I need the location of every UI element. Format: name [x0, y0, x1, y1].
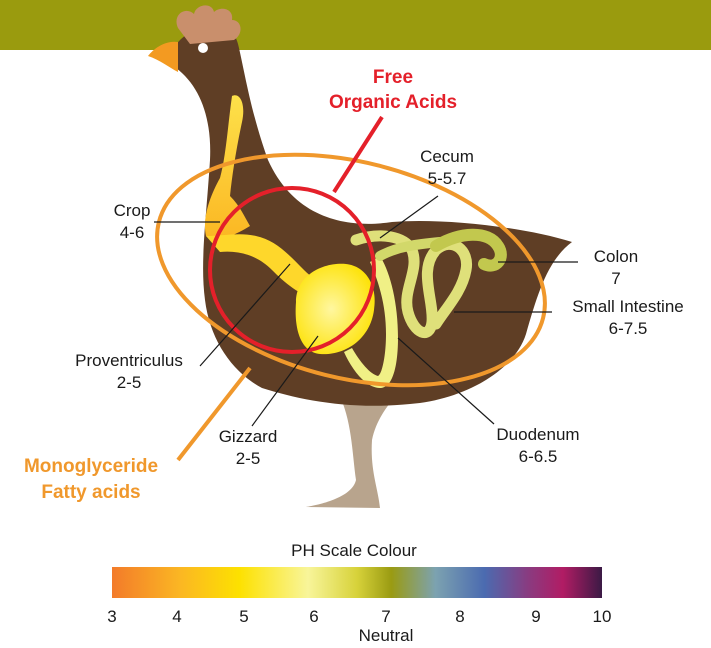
ph-tick-label: 8 — [455, 607, 464, 626]
ph-scale-neutral-label: Neutral — [359, 626, 414, 645]
gizzard-ph: 2-5 — [236, 449, 261, 468]
free-organic-acids-pointer — [334, 117, 382, 192]
gizzard-label: Gizzard — [219, 427, 278, 446]
banner-bar — [0, 0, 711, 50]
monoglyceride-line1: Monoglyceride — [24, 456, 158, 477]
monoglyceride-pointer — [178, 368, 250, 460]
ph-tick-label: 9 — [531, 607, 540, 626]
free-organic-acids-line2: Organic Acids — [329, 92, 457, 113]
ph-tick-label: 6 — [309, 607, 318, 626]
duodenum-ph: 6-6.5 — [519, 447, 558, 466]
free-organic-acids-line1: Free — [373, 67, 413, 88]
ph-scale-bar — [112, 567, 602, 598]
chicken-legs — [306, 392, 400, 508]
colon-label: Colon — [594, 247, 638, 266]
crop-ph: 4-6 — [120, 223, 145, 242]
ph-scale-ticks: 3 4 5 6 7 8 9 10 — [107, 607, 611, 626]
proventriculus-ph: 2-5 — [117, 373, 142, 392]
ph-tick-label: 4 — [172, 607, 181, 626]
crop-label: Crop — [114, 201, 151, 220]
cecum-label: Cecum — [420, 147, 474, 166]
proventriculus-label: Proventriculus — [75, 351, 183, 370]
ph-tick-label: 10 — [593, 607, 612, 626]
duodenum-label: Duodenum — [496, 425, 579, 444]
chicken-eye — [198, 43, 208, 53]
small-intestine-label: Small Intestine — [572, 297, 684, 316]
monoglyceride-line2: Fatty acids — [41, 482, 140, 503]
small-intestine-ph: 6-7.5 — [609, 319, 648, 338]
ph-tick-label: 3 — [107, 607, 116, 626]
ph-tick-label: 7 — [381, 607, 390, 626]
cecum-ph: 5-5.7 — [428, 169, 467, 188]
colon-ph: 7 — [611, 269, 620, 288]
ph-scale-title: PH Scale Colour — [291, 541, 417, 560]
ph-tick-label: 5 — [239, 607, 248, 626]
